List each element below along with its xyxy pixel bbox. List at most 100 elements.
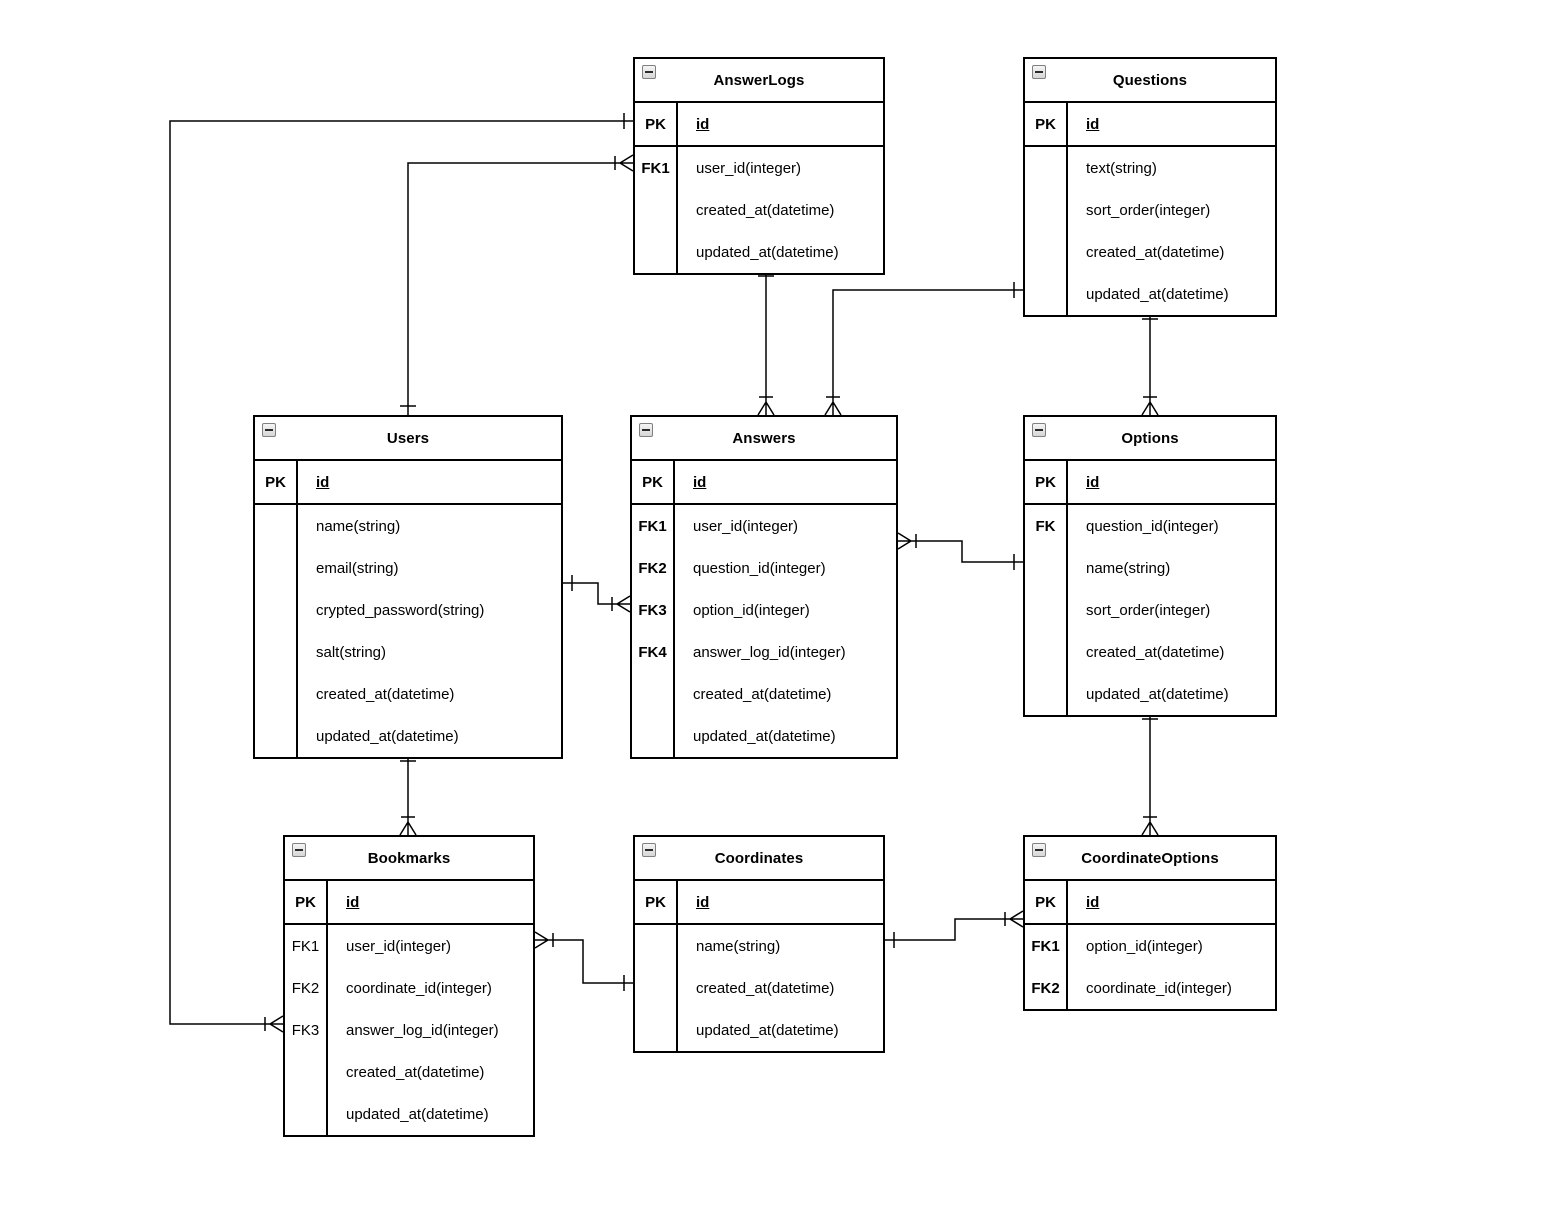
collapse-icon[interactable] (642, 843, 656, 857)
attribute-name: created_at(datetime) (1086, 643, 1225, 661)
minus-glyph (1035, 71, 1043, 73)
attribute-row: created_at(datetime) (1025, 631, 1275, 673)
key-label (1025, 273, 1068, 315)
relationship-coordinates-bookmarks[interactable] (534, 931, 633, 991)
attribute-row: updated_at(datetime) (1025, 673, 1275, 715)
attribute-row: updated_at(datetime) (255, 715, 561, 757)
attribute-name: id (1086, 473, 1100, 491)
attribute-name: email(string) (316, 559, 399, 577)
key-label (635, 189, 678, 231)
attribute-name: updated_at(datetime) (696, 1021, 839, 1039)
attribute-row: updated_at(datetime) (635, 1009, 883, 1051)
relationship-users-answers[interactable] (563, 575, 631, 613)
attribute-name: option_id(integer) (1086, 937, 1203, 955)
attribute-row: updated_at(datetime) (1025, 273, 1275, 315)
attribute-name: created_at(datetime) (696, 201, 835, 219)
collapse-icon[interactable] (262, 423, 276, 437)
attribute-name: created_at(datetime) (316, 685, 455, 703)
entity-title: AnswerLogs (713, 71, 805, 89)
minus-glyph (1035, 429, 1043, 431)
attribute-name: question_id(integer) (693, 559, 826, 577)
entity-title: CoordinateOptions (1081, 849, 1219, 867)
attribute-name: sort_order(integer) (1086, 601, 1211, 619)
attribute-row: created_at(datetime) (632, 673, 896, 715)
key-label (285, 1093, 328, 1135)
attribute-name: updated_at(datetime) (693, 727, 836, 745)
key-label (635, 967, 678, 1009)
key-label: FK3 (632, 589, 675, 631)
attribute-name: updated_at(datetime) (1086, 685, 1229, 703)
attribute-row: salt(string) (255, 631, 561, 673)
attribute-row: created_at(datetime) (285, 1051, 533, 1093)
collapse-icon[interactable] (1032, 843, 1046, 857)
attribute-row: created_at(datetime) (635, 967, 883, 1009)
attribute-name: option_id(integer) (693, 601, 810, 619)
attribute-name: coordinate_id(integer) (1086, 979, 1232, 997)
key-label (255, 505, 298, 547)
key-label (255, 547, 298, 589)
relationship-options-coordinateoptions[interactable] (1141, 710, 1159, 836)
key-label: FK2 (285, 967, 328, 1009)
attribute-row: updated_at(datetime) (285, 1093, 533, 1135)
key-label (635, 1009, 678, 1051)
minus-glyph (642, 429, 650, 431)
relationship-coordinates-coordinateoptions[interactable] (885, 910, 1024, 948)
collapse-icon[interactable] (1032, 65, 1046, 79)
attribute-name: id (693, 473, 707, 491)
attribute-row: created_at(datetime) (1025, 231, 1275, 273)
key-label (1025, 547, 1068, 589)
key-label (635, 925, 678, 967)
collapse-icon[interactable] (639, 423, 653, 437)
attribute-name: updated_at(datetime) (346, 1105, 489, 1123)
entity-title: Answers (732, 429, 796, 447)
relationship-options-answers[interactable] (897, 532, 1023, 570)
collapse-icon[interactable] (1032, 423, 1046, 437)
key-label: PK (632, 461, 675, 503)
entity-header: CoordinateOptions (1025, 837, 1275, 881)
collapse-icon[interactable] (292, 843, 306, 857)
primary-key-row: PK id (632, 461, 896, 503)
attribute-name: id (696, 893, 710, 911)
attribute-name: user_id(integer) (346, 937, 452, 955)
attribute-name: crypted_password(string) (316, 601, 485, 619)
relationship-answerlogs-bookmarks[interactable] (169, 113, 633, 1033)
attribute-name: user_id(integer) (693, 517, 799, 535)
minus-glyph (645, 71, 653, 73)
attribute-row: sort_order(integer) (1025, 189, 1275, 231)
attribute-name: updated_at(datetime) (1086, 285, 1229, 303)
attribute-name: id (1086, 893, 1100, 911)
relationship-answerlogs-answers[interactable] (757, 267, 775, 416)
relationship-questions-answers[interactable] (824, 282, 1023, 416)
attribute-name: id (1086, 115, 1100, 133)
relationship-users-bookmarks[interactable] (399, 752, 417, 836)
key-label: FK1 (635, 147, 678, 189)
attribute-row: name(string) (255, 505, 561, 547)
key-label: FK1 (632, 505, 675, 547)
relationship-users-answerlogs[interactable] (400, 154, 634, 415)
key-label: PK (1025, 881, 1068, 923)
attribute-row: created_at(datetime) (255, 673, 561, 715)
key-label (1025, 589, 1068, 631)
key-label: PK (1025, 103, 1068, 145)
relationship-questions-options[interactable] (1141, 310, 1159, 416)
attribute-row: updated_at(datetime) (632, 715, 896, 757)
collapse-icon[interactable] (642, 65, 656, 79)
